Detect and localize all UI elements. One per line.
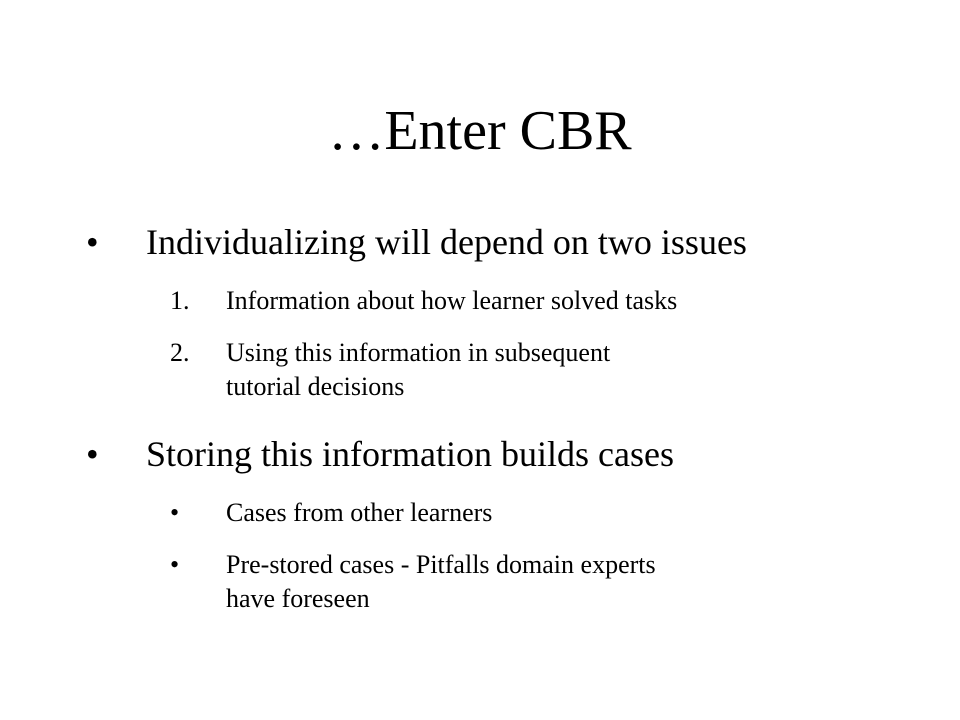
sub-item-marker: • [170, 550, 180, 579]
bullet-item: • Storing this information builds cases [0, 432, 960, 476]
bullet-text: Storing this information builds cases [146, 434, 674, 474]
bullet-marker: • [86, 222, 99, 262]
bullet-item: • Individualizing will depend on two iss… [0, 220, 960, 264]
sub-item: • Pre-stored cases - Pitfalls domain exp… [0, 548, 960, 616]
sub-item-marker: • [170, 498, 180, 527]
sub-item: • Cases from other learners [0, 496, 960, 530]
sub-item-text: Information about how learner solved tas… [226, 286, 678, 315]
sub-item-text-continued: tutorial decisions [226, 372, 405, 401]
bullet-text: Individualizing will depend on two issue… [146, 222, 747, 262]
slide-title: …Enter CBR [328, 100, 632, 162]
sub-item-text: Using this information in subsequent [226, 338, 611, 367]
sub-item-text: Cases from other learners [226, 498, 493, 527]
bullet-marker: • [86, 434, 99, 474]
sub-item-marker: 2. [170, 338, 190, 367]
sub-item-text: Pre-stored cases - Pitfalls domain exper… [226, 550, 656, 579]
sub-item: 2. Using this information in subsequent … [0, 336, 960, 404]
sub-item-marker: 1. [170, 286, 190, 315]
sub-item-text-continued: have foreseen [226, 584, 370, 613]
sub-item: 1. Information about how learner solved … [0, 284, 960, 318]
